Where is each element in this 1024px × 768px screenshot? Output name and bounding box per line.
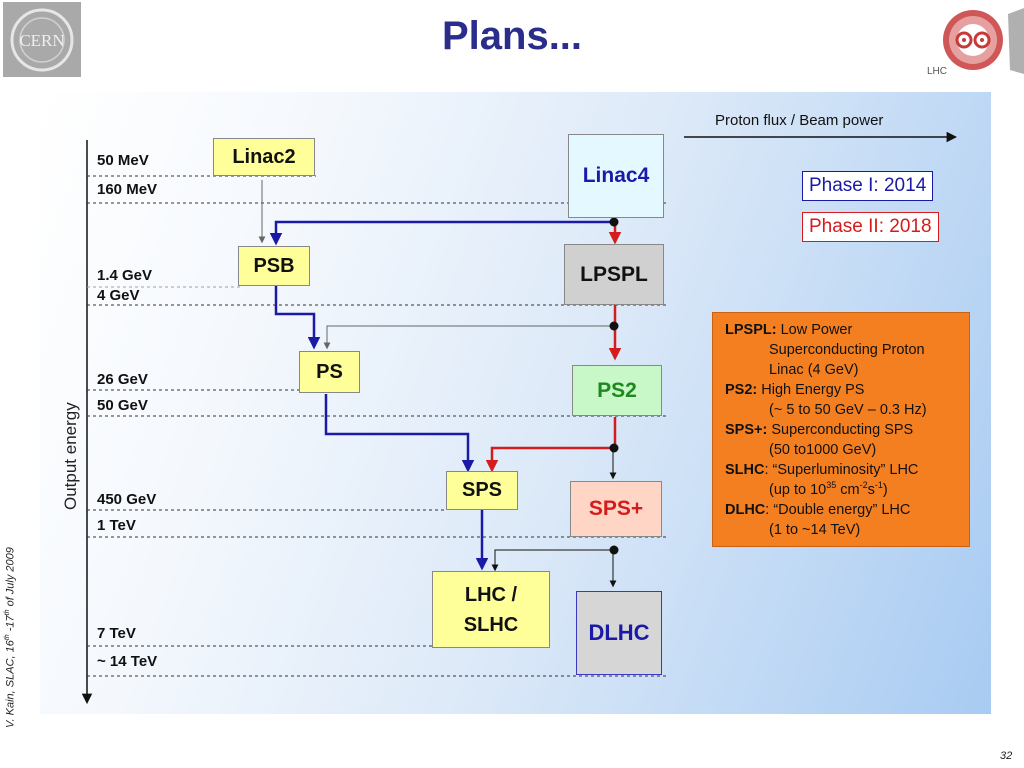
energy-label-1tev: 1 TeV (97, 517, 136, 534)
legend-slhc-desc: (up to 1035 cm-2s-1) (769, 480, 888, 498)
lhc-logo (928, 4, 1024, 80)
legend-dlhc: DLHC: “Double energy” LHC (725, 502, 911, 518)
lhc-logo-label: LHC (927, 66, 948, 77)
page-title: Plans... (441, 14, 583, 58)
energy-label-160mev: 160 MeV (97, 181, 158, 198)
legend-slhc: SLHC: “Superluminosity” LHC (725, 462, 919, 478)
sps-plus-box: SPS+ (570, 481, 662, 537)
energy-label-14tev: ~ 14 TeV (97, 653, 158, 670)
legend-lpspl: LPSPL: Low Power (725, 322, 853, 338)
linac2-box: Linac2 (213, 138, 315, 176)
lhc-box-line2: SLHC (463, 613, 519, 636)
psb-box: PSB (238, 246, 310, 286)
page-number: 32 (1000, 750, 1013, 762)
legend-ps2: PS2: High Energy PS (725, 382, 865, 398)
energy-label-4gev: 4 GeV (97, 287, 140, 304)
legend-dlhc-desc: (1 to ~14 TeV) (769, 522, 861, 538)
energy-label-50gev: 50 GeV (97, 397, 148, 414)
lhc-box-line1: LHC / (464, 583, 518, 606)
svg-text:CERN: CERN (19, 31, 64, 50)
legend-lpspl-desc2: Linac (4 GeV) (769, 362, 859, 378)
sps-box: SPS (446, 471, 518, 510)
flux-axis-label: Proton flux / Beam power (715, 112, 884, 129)
legend-ps2-desc: (~ 5 to 50 GeV – 0.3 Hz) (769, 402, 927, 418)
cern-logo: CERN (3, 2, 81, 77)
ps2-box: PS2 (572, 365, 662, 416)
y-axis-label: Output energy (61, 402, 80, 510)
phase-1-box: Phase I: 2014 (802, 171, 934, 201)
lhc-slhc-box: LHC / SLHC (432, 571, 550, 648)
energy-label-7tev: 7 TeV (97, 625, 136, 642)
energy-label-26gev: 26 GeV (97, 371, 148, 388)
accelerator-upgrade-diagram: Output energy Proton flux / Beam power 5… (40, 92, 991, 714)
energy-label-1-4gev: 1.4 GeV (97, 267, 153, 284)
dlhc-box: DLHC (576, 591, 662, 675)
lpspl-box: LPSPL (564, 244, 664, 305)
legend-lpspl-desc: Superconducting Proton (769, 342, 925, 358)
energy-label-450gev: 450 GeV (97, 491, 157, 508)
acronym-legend: LPSPL: Low Power Superconducting Proton … (712, 312, 970, 547)
diagram-lines (81, 131, 958, 705)
energy-label-50mev: 50 MeV (97, 152, 149, 169)
legend-sps-plus-desc: (50 to1000 GeV) (769, 442, 877, 458)
author-footer: V. Kain, SLAC, 16th -17th of July 2009 (4, 547, 17, 728)
legend-sps-plus: SPS+: Superconducting SPS (725, 422, 914, 438)
ps-box: PS (299, 351, 360, 393)
phase-2-box: Phase II: 2018 (802, 212, 939, 242)
linac4-box: Linac4 (568, 134, 664, 218)
